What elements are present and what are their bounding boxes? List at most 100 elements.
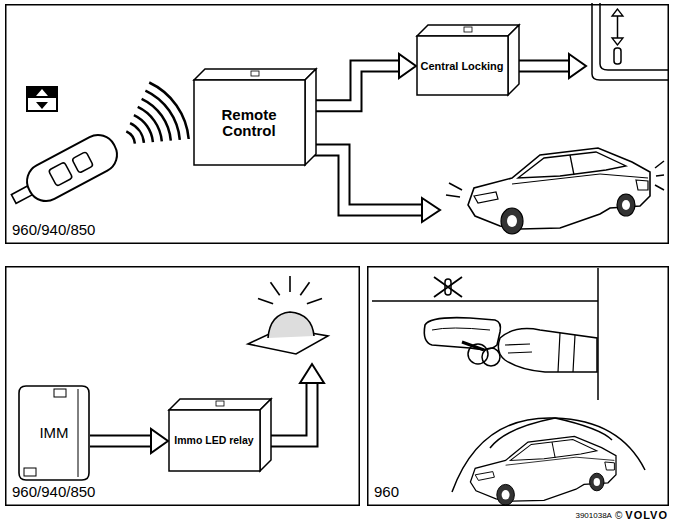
box-face: Central Locking xyxy=(416,36,508,96)
module-edge xyxy=(78,389,79,477)
box-top-face xyxy=(417,25,519,36)
crossed-lock-pin xyxy=(434,277,462,297)
lock-icon xyxy=(36,89,48,96)
box-top-face xyxy=(194,69,316,80)
car xyxy=(468,148,650,234)
radio-waves xyxy=(134,115,153,142)
led-lamp xyxy=(307,298,322,303)
lock-icon xyxy=(27,87,57,111)
panel-frame: 960 xyxy=(367,266,669,506)
lock-pin xyxy=(617,14,619,40)
lock-pin xyxy=(612,38,623,45)
lock-icon xyxy=(27,87,57,111)
hand-with-key xyxy=(462,329,597,372)
model-label: 960 xyxy=(374,484,399,501)
flash-lines xyxy=(446,161,664,197)
hand-with-key xyxy=(498,329,597,372)
module-body xyxy=(19,386,89,480)
lock-pin xyxy=(612,9,623,64)
led-lamp xyxy=(268,312,314,338)
door-handle xyxy=(424,318,500,350)
relay-box: Remote Control xyxy=(193,68,317,166)
box-front-face xyxy=(169,410,260,471)
radio-waves xyxy=(126,131,135,143)
flash-lines xyxy=(449,183,462,190)
arrow-outline xyxy=(311,66,400,106)
radio-waves xyxy=(126,83,188,144)
car xyxy=(470,436,616,505)
arrow-fill xyxy=(311,66,400,106)
box-side-face xyxy=(305,69,316,165)
box-face: Immo LED relay xyxy=(168,410,260,472)
door-handle xyxy=(432,328,490,330)
footer: 3901038A©VOLVO xyxy=(575,509,668,521)
box-face: IMM xyxy=(18,385,90,481)
arrow-head xyxy=(399,54,416,78)
hollow-arrow xyxy=(422,198,440,222)
remote-key-fob xyxy=(21,129,124,208)
led-lamp xyxy=(289,276,291,292)
box-side-face xyxy=(260,399,271,471)
hand-with-key xyxy=(468,344,488,364)
car xyxy=(468,148,650,234)
box-label: Remote Control xyxy=(193,107,305,140)
control-module: IMM xyxy=(18,385,90,481)
led-lamp xyxy=(300,282,309,295)
radio-waves xyxy=(145,91,179,140)
socket-mark xyxy=(464,27,472,32)
radio-waves xyxy=(149,83,189,140)
arrow-head xyxy=(151,429,168,453)
hand-with-key xyxy=(505,333,575,372)
led-lamp xyxy=(258,276,322,304)
radio-waves xyxy=(130,123,144,143)
box-front-face xyxy=(194,80,305,165)
crossed-lock-pin xyxy=(434,277,462,297)
hollow-arrow xyxy=(290,150,440,222)
model-label: 960/940/850 xyxy=(12,484,95,501)
hollow-arrow-connector xyxy=(311,54,416,106)
relay-box: Central Locking xyxy=(416,24,520,96)
model-label: 960/940/850 xyxy=(12,222,95,239)
door-frame xyxy=(592,3,669,80)
box-top-face xyxy=(169,399,271,410)
hand-with-key xyxy=(482,348,500,366)
flash-lines xyxy=(655,161,664,168)
box-front-face xyxy=(417,36,508,95)
led-lamp xyxy=(248,276,328,354)
hollow-arrow-connector xyxy=(90,429,168,453)
module-tab xyxy=(24,468,36,476)
remote-key-fob xyxy=(72,152,94,174)
relay-box: Immo LED relay xyxy=(168,398,272,472)
remote-key-fob xyxy=(5,129,123,216)
hollow-arrow xyxy=(569,54,586,78)
umbrella-arcs xyxy=(555,418,612,440)
lock-pin xyxy=(614,48,621,64)
box-label: Immo LED relay xyxy=(174,435,253,447)
hollow-arrow xyxy=(300,364,324,383)
door-frame xyxy=(592,3,669,80)
door-panel xyxy=(372,268,598,400)
door-frame xyxy=(600,3,669,70)
arrow-fill xyxy=(90,437,152,446)
box-face: Remote Control xyxy=(193,80,305,166)
box-side-face xyxy=(508,25,519,95)
flash-lines xyxy=(656,175,664,176)
car xyxy=(470,436,616,505)
led-lamp xyxy=(258,298,273,303)
lock-icon xyxy=(36,102,48,109)
flash-lines xyxy=(655,185,664,190)
figure-number: 3901038A xyxy=(575,511,611,520)
socket-mark xyxy=(251,71,259,76)
lock-pin xyxy=(612,9,623,16)
panel-frame: 960/940/850 Remote Control Central Locking xyxy=(5,4,669,244)
copyright-mark: © xyxy=(615,510,622,521)
door-panel xyxy=(597,268,599,400)
flash-lines xyxy=(446,195,460,197)
box-label: IMM xyxy=(39,425,68,442)
arrow-outline xyxy=(90,435,152,448)
remote-key-fob xyxy=(48,162,72,186)
box-label: Central Locking xyxy=(420,60,503,72)
door-panel xyxy=(372,300,598,302)
